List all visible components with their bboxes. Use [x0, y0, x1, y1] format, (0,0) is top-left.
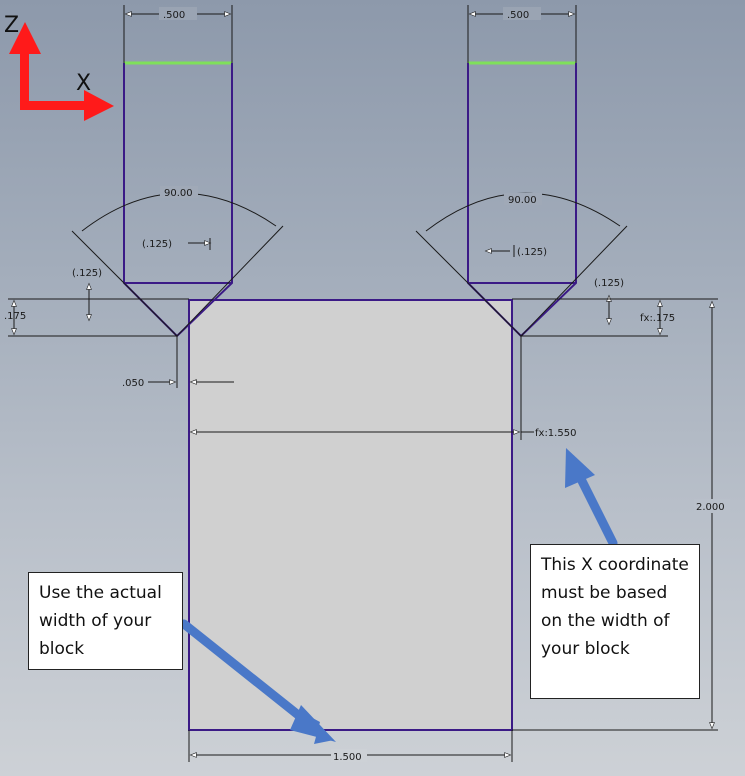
left-chamfer-outer-label: (.125)	[72, 268, 102, 279]
left-angle-label-bg	[160, 186, 198, 198]
left-callout-arrowhead	[290, 705, 336, 742]
left-tool-width-label-bg	[159, 7, 197, 20]
z-axis-arrowhead	[9, 22, 41, 54]
block-height-dimension: 2.000	[512, 300, 730, 731]
right-tool: .500 90.00 (.125) (.125)	[415, 5, 628, 338]
z-axis-label: Z	[4, 13, 19, 38]
block	[188, 299, 513, 731]
offset-dimension: .050	[122, 336, 234, 389]
left-tool: .500 90.00 (.125) (.125)	[71, 5, 284, 338]
axis-indicator: Z X	[4, 13, 114, 121]
z-axis-shaft	[20, 50, 29, 110]
right-angle-ext-a	[415, 230, 522, 337]
right-tip-inner-label: (.125)	[517, 247, 547, 258]
right-depth-label: fx:.175	[640, 313, 675, 324]
block-width-label-bg	[331, 749, 367, 762]
right-callout-arrow-shaft	[575, 472, 618, 548]
left-angle-ext-a	[71, 230, 178, 337]
right-callout-text: This X coordinate must be based on the w…	[541, 555, 689, 659]
right-chamfer-outer-label: (.125)	[594, 278, 624, 289]
block-width-label: 1.500	[333, 752, 362, 763]
right-depth-dimension: fx:.175	[512, 298, 718, 337]
left-callout-arrow	[179, 619, 336, 744]
x-coordinate-label: fx:1.550	[535, 428, 576, 439]
right-angle-label-bg	[504, 193, 542, 205]
left-depth-label: .175	[4, 311, 26, 322]
right-callout-arrowhead	[565, 448, 595, 488]
block-height-label: 2.000	[696, 502, 725, 513]
block-width-dimension: 1.500	[188, 730, 513, 763]
right-tool-width-label-bg	[503, 7, 541, 20]
right-callout-arrow	[565, 448, 618, 548]
x-coordinate-dimension: fx:1.550	[189, 336, 576, 440]
right-tool-width-label: .500	[507, 10, 529, 21]
right-callout-box: This X coordinate must be based on the w…	[530, 544, 700, 699]
right-angle-label: 90.00	[508, 195, 537, 206]
left-tip-inner-label: (.125)	[142, 239, 172, 250]
left-callout-box: Use the actual width of your block	[28, 572, 183, 670]
x-axis-label: X	[76, 71, 91, 96]
right-angle-ext-b	[520, 225, 628, 337]
left-angle-label: 90.00	[164, 188, 193, 199]
left-callout-arrow-shaft	[179, 619, 317, 731]
left-tool-width-label: .500	[163, 10, 185, 21]
left-angle-ext-b	[176, 225, 284, 337]
block-height-label-bg	[694, 499, 730, 513]
x-axis-shaft	[20, 101, 86, 110]
left-depth-dimension: .175	[4, 298, 189, 337]
left-callout-text: Use the actual width of your block	[39, 583, 162, 659]
x-axis-arrowhead	[84, 90, 114, 121]
offset-label: .050	[122, 378, 144, 389]
